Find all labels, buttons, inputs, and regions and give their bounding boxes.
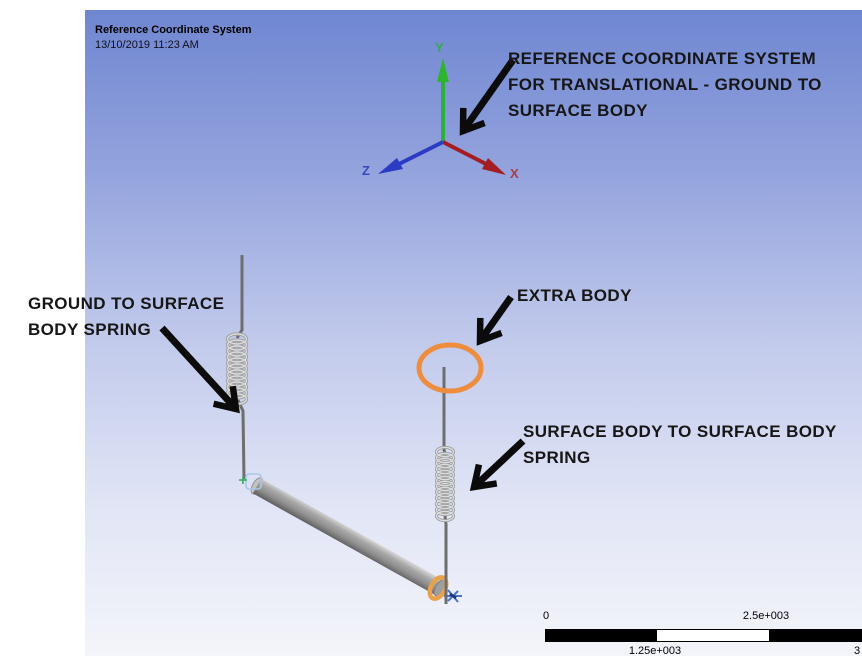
view-timestamp: 13/10/2019 11:23 AM [95,39,199,51]
scale-max-label: 2.5e+003 [742,610,790,622]
annotation-line: BODY SPRING [28,320,152,339]
annotation-line: FOR TRANSLATIONAL - GROUND TO [508,75,822,94]
annotation-ground-spring: GROUND TO SURFACE BODY SPRING [28,291,224,343]
scale-min-label: 0 [543,610,550,622]
scale-ruler [545,629,862,642]
annotation-line: SPRING [523,448,591,467]
annotation-extra-body: EXTRA BODY [517,286,632,305]
x-axis-label: X [510,166,519,181]
view-title: Reference Coordinate System [95,24,252,36]
y-axis-label: Y [435,40,444,55]
annotation-reference-coordinate-system: REFERENCE COORDINATE SYSTEM FOR TRANSLAT… [508,46,822,124]
scale-segment [546,630,657,641]
z-axis-label: Z [362,163,370,178]
annotation-line: SURFACE BODY TO SURFACE BODY [523,422,837,441]
scale-mid-label: 1.25e+003 [628,645,682,657]
annotation-line: SURFACE BODY [508,101,648,120]
scale-segment [657,630,769,641]
annotation-line: GROUND TO SURFACE [28,294,225,313]
annotation-surface-spring: SURFACE BODY TO SURFACE BODY SPRING [523,419,837,471]
annotation-line: REFERENCE COORDINATE SYSTEM [508,49,817,68]
scale-segment [769,630,862,641]
scale-clipped-label: 3 [854,645,861,657]
